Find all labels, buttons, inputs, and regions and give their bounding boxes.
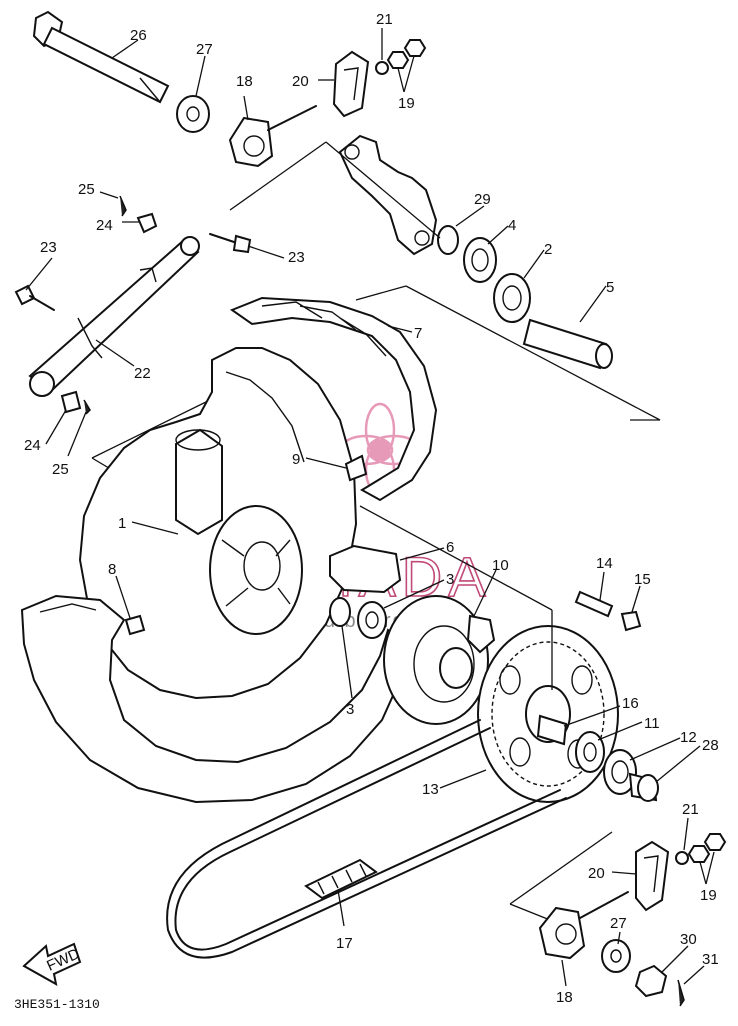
callout-18-top: 18 (236, 73, 253, 90)
callout-25-bottom: 25 (52, 461, 69, 478)
part-27-washer-bottom (601, 939, 631, 973)
part-16-collar (536, 714, 568, 746)
part-18-chain-adjuster-top (228, 105, 317, 168)
callout-19-bottom: 19 (700, 887, 717, 904)
callout-10: 10 (492, 557, 509, 574)
part-17-drive-chain (166, 719, 567, 959)
part-5-spacer (522, 318, 613, 370)
callout-7: 7 (414, 325, 422, 342)
callout-30: 30 (680, 931, 697, 948)
assembly-guide-hub (359, 505, 553, 690)
leader-lines (25, 28, 715, 987)
fwd-arrow-icon: FWD (22, 942, 82, 986)
part-27-washer-top (176, 95, 210, 133)
callout-26: 26 (130, 27, 147, 44)
callout-17: 17 (336, 935, 353, 952)
callout-27-bottom: 27 (610, 915, 627, 932)
part-2-bearing (493, 273, 531, 323)
callout-23-left: 23 (40, 239, 57, 256)
callout-11: 11 (644, 715, 660, 732)
callout-3-upper: 3 (446, 571, 454, 588)
callout-24-bottom: 24 (24, 437, 41, 454)
part-24-nut-top (136, 212, 158, 234)
part-21-washer-top (375, 61, 389, 75)
callout-19-top: 19 (398, 95, 415, 112)
part-12-oil-seal (603, 749, 637, 795)
part-14-stud (574, 590, 614, 618)
callout-28: 28 (702, 737, 719, 754)
part-21-washer-bottom (675, 851, 689, 865)
part-19-nut-top-b (403, 39, 427, 57)
part-19-nut-bottom-b (703, 833, 727, 851)
callout-24-top: 24 (96, 217, 113, 234)
callout-16: 16 (622, 695, 639, 712)
callout-29: 29 (474, 191, 491, 208)
part-10-clutch-hub (383, 595, 496, 725)
callout-22: 22 (134, 365, 151, 382)
part-20-adjuster-plate-top (332, 50, 370, 118)
part-19-nut-bottom-a (687, 845, 711, 863)
callout-15: 15 (634, 571, 651, 588)
part-6-spacer-flange (329, 544, 402, 594)
part-11-bearing (575, 731, 605, 773)
part-25-cotter-pin-top (119, 195, 127, 217)
part-30-nut (634, 964, 668, 998)
callout-14: 14 (596, 555, 613, 572)
callout-21-bottom: 21 (682, 801, 699, 818)
callout-6: 6 (446, 539, 454, 556)
callout-2: 2 (544, 241, 552, 258)
part-31-cotter-pin (677, 979, 685, 1007)
callout-numbers: 26 27 18 20 21 19 25 24 23 23 22 24 25 2… (24, 11, 719, 1006)
callout-3-lower: 3 (346, 701, 354, 718)
callout-12: 12 (680, 729, 697, 746)
part-22-torque-arm (28, 236, 200, 397)
part-18-chain-adjuster-bottom (538, 891, 629, 960)
callout-4: 4 (508, 217, 516, 234)
part-26-axle (32, 10, 170, 104)
part-20-adjuster-plate-bottom (635, 840, 670, 912)
part-29-collar (437, 225, 459, 255)
part-4-oil-seal (463, 237, 497, 283)
assembly-guide-axle (229, 141, 441, 239)
callout-5: 5 (606, 279, 614, 296)
callout-9: 9 (292, 451, 300, 468)
part-23-bolt-right (209, 233, 252, 254)
callout-20-top: 20 (292, 73, 309, 90)
part-25-cotter-pin-bottom (83, 399, 91, 415)
part-9-valve (344, 454, 368, 482)
callout-20-bottom: 20 (588, 865, 605, 882)
assembly-guide-upper (355, 285, 661, 421)
part-7-brake-disc (229, 296, 438, 502)
callout-8: 8 (108, 561, 116, 578)
part-24-nut-bottom (60, 390, 82, 414)
part-3-bearing-right (357, 601, 387, 639)
part-15-nut (620, 610, 642, 632)
part-8-balance-weight (124, 614, 146, 636)
diagram-code: 3HE351-1310 (14, 997, 100, 1012)
part-19-nut-top-a (386, 51, 410, 69)
callout-1: 1 (118, 515, 126, 532)
assembly-guide-lower (509, 831, 613, 921)
callout-18-bottom: 18 (556, 989, 573, 1006)
part-23-bolt-left (14, 284, 55, 311)
part-1-cast-wheel (78, 347, 358, 700)
callout-31: 31 (702, 951, 719, 968)
part-3-bearing-left (329, 597, 351, 627)
callout-21-top: 21 (376, 11, 393, 28)
callout-27-top: 27 (196, 41, 213, 58)
callout-25-top: 25 (78, 181, 95, 198)
callout-13: 13 (422, 781, 439, 798)
callout-23-right: 23 (288, 249, 305, 266)
part-28-collar (628, 772, 659, 802)
tire (20, 594, 404, 804)
